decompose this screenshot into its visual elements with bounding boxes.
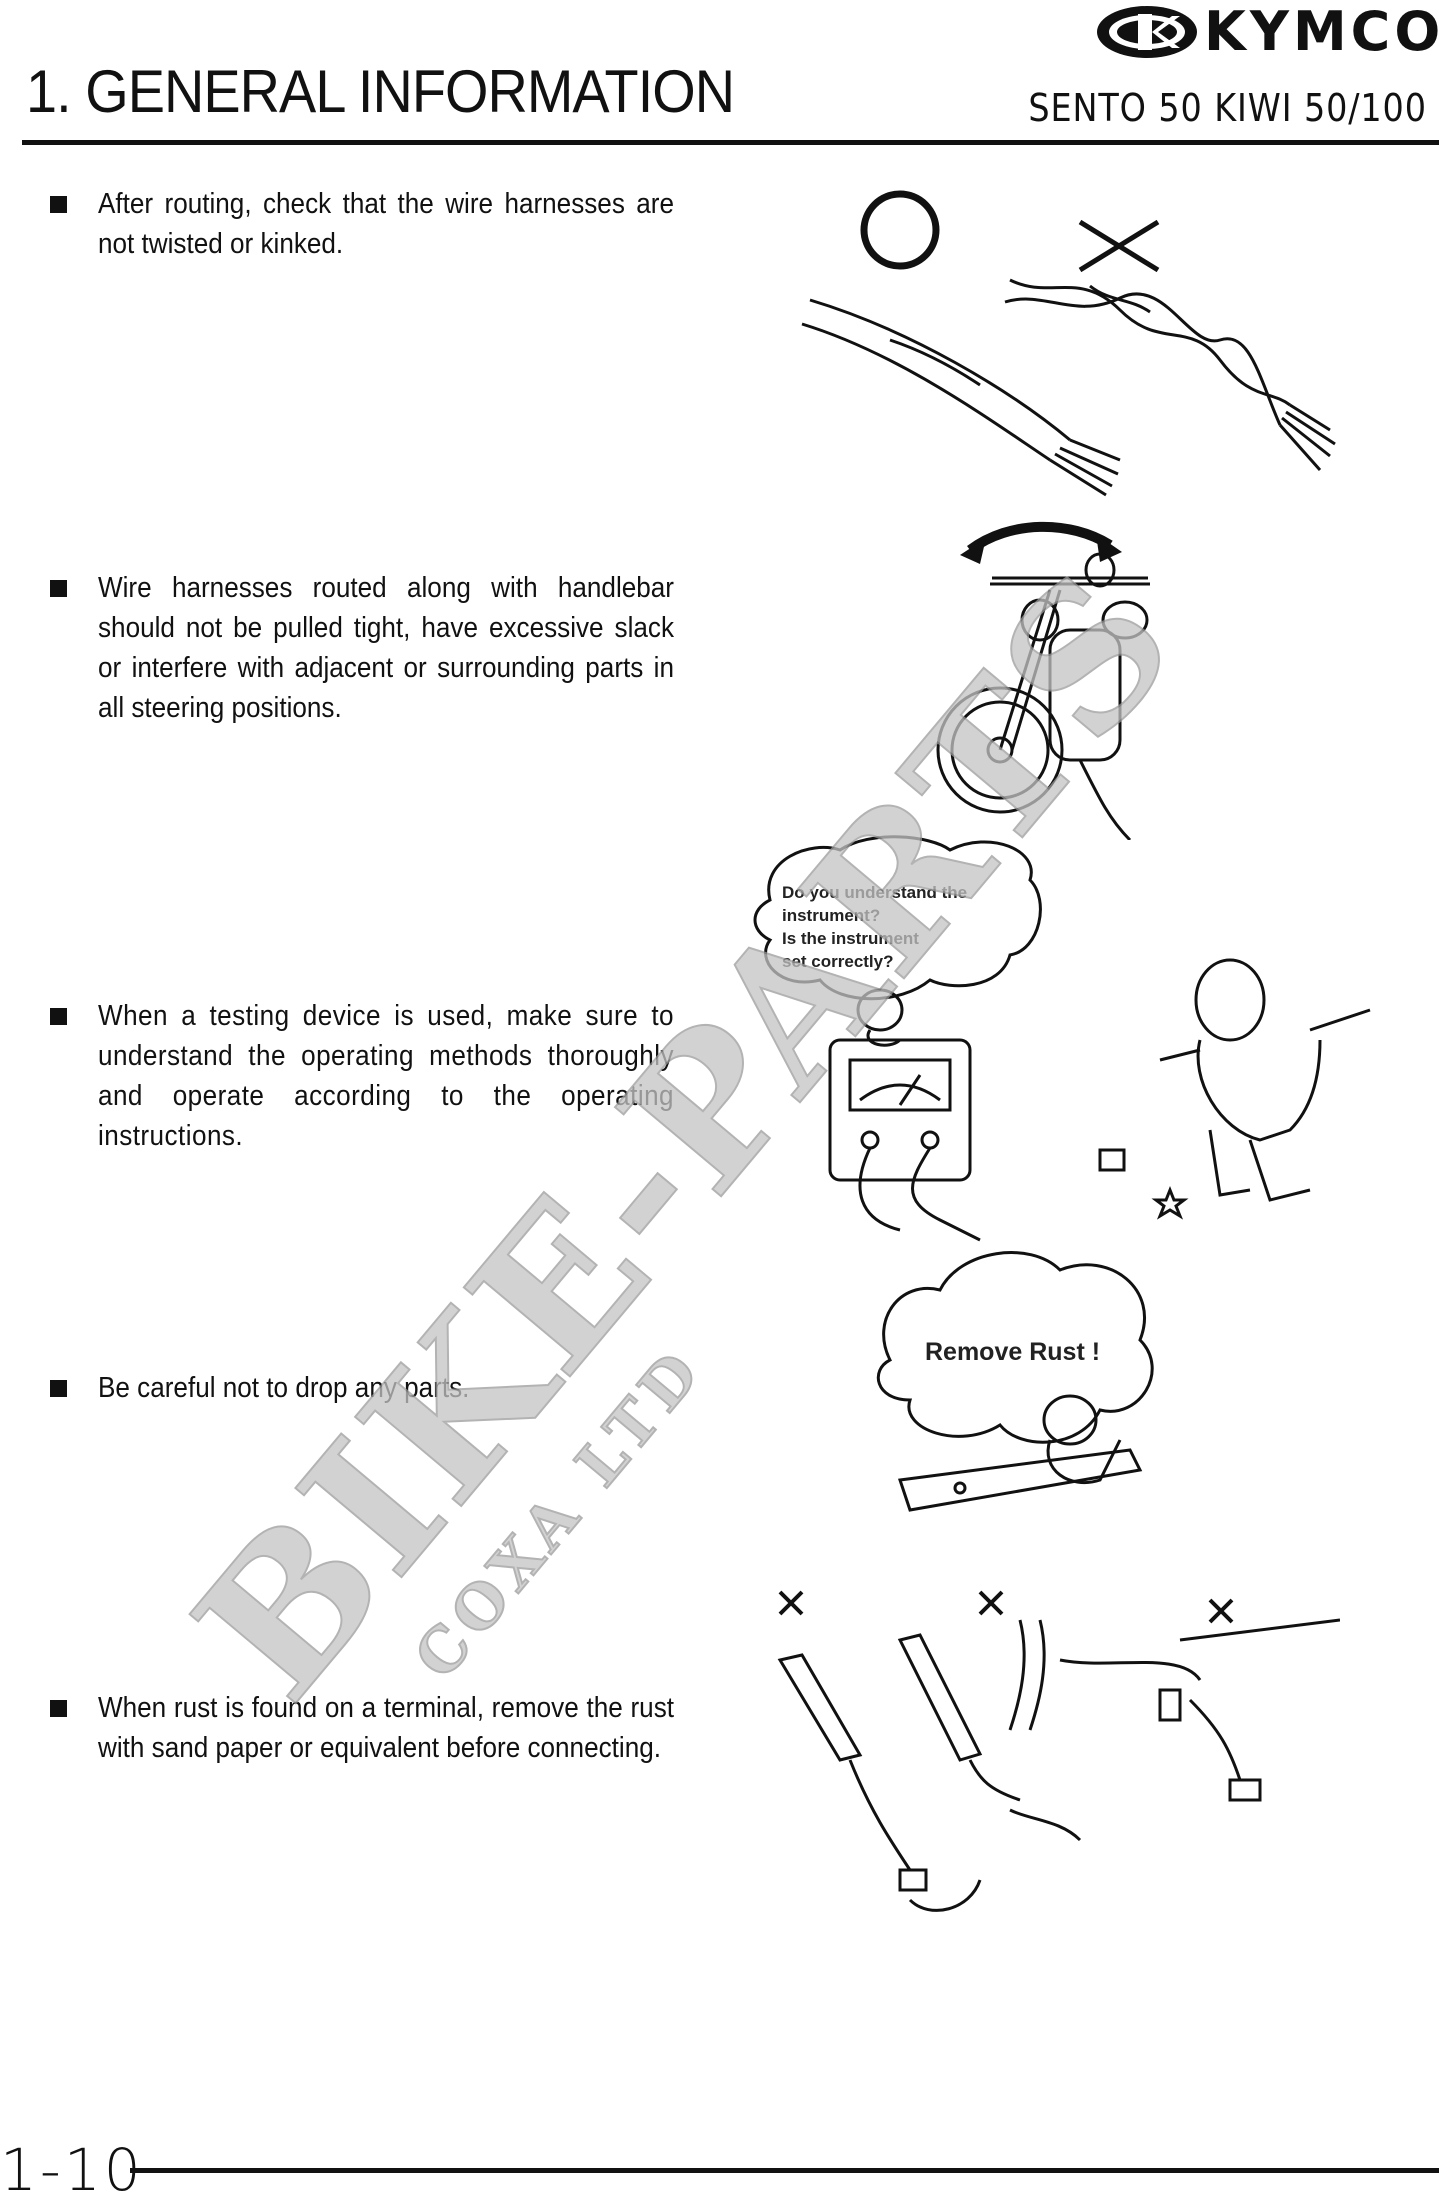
scooter-icon (936, 552, 1150, 840)
steering-arrow-icon (967, 521, 1113, 555)
bullet-icon (50, 196, 67, 213)
instruction-text: When a testing device is used, make sure… (98, 1000, 674, 1152)
multimeter-icon (828, 1038, 981, 1242)
model-name: SENTO 50 KIWI 50/100 (1028, 86, 1427, 130)
terminal-rust-figure (777, 1590, 1340, 1912)
instruction-item-5: When rust is found on a terminal, remove… (50, 1688, 674, 1768)
instruction-item-2: Wire harnesses routed along with handleb… (50, 568, 674, 728)
instruction-text: Wire harnesses routed along with handleb… (98, 572, 674, 724)
rust-bubble-text: Remove Rust ! (925, 1338, 1100, 1366)
brand-name: KYMCO (1204, 0, 1439, 63)
kymco-emblem-icon (1097, 6, 1197, 58)
page-number: 1-10 (0, 2136, 144, 2204)
testing-device-figure: Do you understand the instrument? Is the… (753, 835, 1371, 1242)
bubble-line-1: Do you understand the (782, 883, 967, 902)
wrong-cross-icon (778, 1590, 1234, 1624)
character-icon (856, 988, 904, 1047)
bubble-line-2: instrument? (782, 906, 880, 925)
character-icon (898, 1394, 1143, 1512)
instruction-item-4: Be careful not to drop any parts. (50, 1368, 650, 1408)
terminal-icon (777, 1618, 1340, 1912)
header-rule (22, 140, 1439, 145)
correct-circle-icon (860, 190, 940, 270)
brand-logo: KYMCO (1092, 0, 1439, 64)
bullet-icon (50, 1380, 67, 1397)
twisted-wire-icon (1004, 278, 1336, 471)
wrong-cross-icon (1078, 219, 1160, 273)
instruction-item-3: When a testing device is used, make sure… (50, 996, 674, 1156)
confused-character-icon (1098, 958, 1371, 1220)
bullet-icon (50, 1700, 67, 1717)
bubble-line-3: Is the instrument (782, 929, 919, 948)
wire-harness-figure (801, 190, 1336, 497)
instruction-text: After routing, check that the wire harne… (98, 188, 674, 260)
page-title: 1. GENERAL INFORMATION (26, 58, 735, 125)
footer-rule (130, 2168, 1439, 2173)
bullet-icon (50, 1008, 67, 1025)
thought-bubble (753, 835, 1042, 1001)
instruction-text: Be careful not to drop any parts. (98, 1372, 470, 1404)
bullet-icon (50, 580, 67, 597)
bubble-line-4: set correctly? (782, 952, 894, 971)
instruction-text: When rust is found on a terminal, remove… (98, 1692, 674, 1764)
handlebar-steering-figure (936, 521, 1150, 840)
remove-rust-figure: Remove Rust ! (876, 1251, 1154, 1512)
straight-wire-icon (801, 298, 1121, 497)
thought-bubble (876, 1251, 1154, 1444)
instruction-item-1: After routing, check that the wire harne… (50, 184, 674, 264)
